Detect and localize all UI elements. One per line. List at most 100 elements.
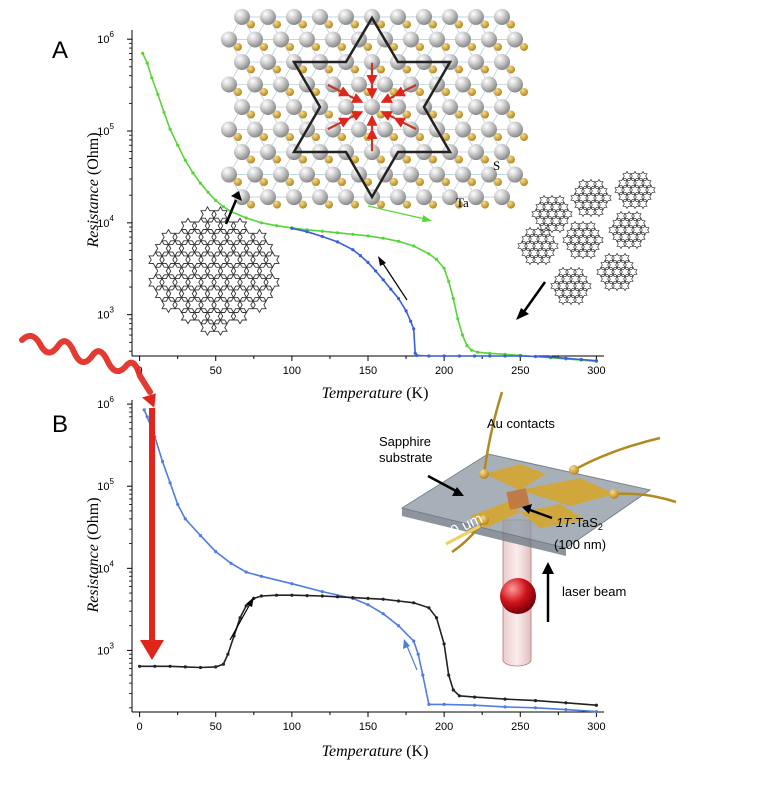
david-star bbox=[630, 198, 640, 210]
david-star bbox=[226, 296, 241, 314]
sample-label: 1T-TaS2 bbox=[556, 515, 603, 532]
david-star bbox=[543, 215, 553, 227]
david-star bbox=[206, 217, 222, 235]
david-star bbox=[582, 241, 592, 253]
chart-a-xlabel: Temperature (K) bbox=[322, 385, 429, 402]
data-point bbox=[221, 205, 225, 209]
sample-arrow-head bbox=[522, 504, 532, 514]
data-point bbox=[473, 703, 477, 707]
s-atom-label: S bbox=[493, 158, 500, 173]
data-point bbox=[259, 594, 263, 598]
data-point bbox=[381, 278, 385, 282]
david-star bbox=[570, 220, 580, 232]
x-tick-label: 300 bbox=[587, 721, 605, 733]
david-star bbox=[167, 285, 183, 302]
ta-atom bbox=[442, 178, 450, 187]
david-star bbox=[219, 307, 235, 325]
david-star bbox=[252, 228, 267, 246]
data-point bbox=[427, 354, 431, 358]
data-point bbox=[145, 61, 149, 65]
david-star bbox=[213, 273, 228, 291]
david-star bbox=[226, 273, 241, 291]
david-star bbox=[578, 287, 588, 299]
david-star bbox=[582, 280, 592, 292]
david-star bbox=[535, 215, 545, 227]
ta-atom bbox=[273, 155, 281, 164]
distortion-arrow bbox=[327, 83, 351, 97]
david-star bbox=[620, 252, 630, 264]
data-point bbox=[442, 642, 446, 646]
data-point bbox=[238, 616, 242, 620]
s-atom bbox=[429, 31, 445, 48]
david-star bbox=[537, 233, 547, 245]
s-atom bbox=[455, 121, 471, 138]
data-point bbox=[416, 652, 420, 656]
david-star bbox=[161, 228, 176, 246]
ta-atom bbox=[468, 87, 476, 96]
s-atom bbox=[442, 99, 458, 115]
data-point bbox=[366, 603, 370, 607]
david-star bbox=[200, 251, 215, 269]
x-tick-label: 150 bbox=[359, 721, 377, 733]
david-star bbox=[180, 262, 196, 280]
david-star bbox=[154, 240, 170, 257]
s-atom bbox=[403, 166, 419, 183]
ta-atom bbox=[260, 42, 268, 51]
david-star bbox=[167, 240, 183, 257]
david-star bbox=[628, 266, 638, 278]
david-star bbox=[252, 273, 267, 291]
david-star bbox=[200, 296, 215, 314]
data-point bbox=[290, 582, 294, 586]
david-star bbox=[154, 285, 170, 302]
david-star bbox=[232, 240, 248, 257]
data-point bbox=[305, 230, 309, 234]
cooling-arrow-a-head bbox=[378, 256, 386, 266]
ta-atom bbox=[429, 20, 437, 29]
david-star bbox=[586, 220, 596, 232]
data-point bbox=[150, 76, 154, 80]
david-star bbox=[616, 259, 626, 271]
s-atom bbox=[507, 76, 523, 93]
ta-atom bbox=[481, 200, 489, 209]
david-star bbox=[161, 251, 176, 269]
ta-atom bbox=[325, 200, 333, 209]
david-star bbox=[558, 294, 568, 306]
data-point bbox=[168, 127, 172, 131]
ta-atom bbox=[247, 155, 255, 164]
ta-atom bbox=[273, 65, 281, 74]
s-atom bbox=[429, 166, 445, 183]
david-star bbox=[545, 233, 555, 245]
data-point bbox=[451, 688, 455, 692]
data-point bbox=[457, 694, 461, 698]
david-star bbox=[574, 266, 584, 278]
series-line bbox=[141, 53, 597, 363]
laser-beam-label: laser beam bbox=[562, 584, 626, 599]
david-star bbox=[604, 252, 614, 264]
heating-arrow-a bbox=[367, 205, 426, 220]
s-atom bbox=[455, 166, 471, 183]
david-star bbox=[193, 217, 209, 235]
david-star bbox=[578, 234, 588, 246]
s-atom bbox=[234, 8, 250, 25]
david-star bbox=[558, 266, 568, 278]
david-star bbox=[213, 296, 228, 314]
david-star bbox=[586, 206, 596, 218]
contact-pad-4 bbox=[479, 515, 489, 525]
data-point bbox=[366, 234, 370, 238]
x-tick-label: 150 bbox=[359, 365, 377, 377]
david-star bbox=[612, 266, 622, 278]
data-point bbox=[451, 296, 455, 301]
chart-a-series bbox=[141, 51, 599, 363]
david-star bbox=[525, 226, 535, 238]
s-atom bbox=[481, 76, 497, 93]
david-star bbox=[598, 199, 608, 211]
ta-atom bbox=[455, 200, 463, 209]
david-star bbox=[626, 177, 636, 189]
david-star bbox=[265, 273, 280, 291]
data-point bbox=[488, 351, 492, 355]
data-point bbox=[183, 665, 187, 669]
data-point bbox=[374, 269, 378, 273]
david-star bbox=[206, 285, 222, 302]
david-star bbox=[535, 201, 545, 213]
david-star bbox=[187, 251, 202, 269]
